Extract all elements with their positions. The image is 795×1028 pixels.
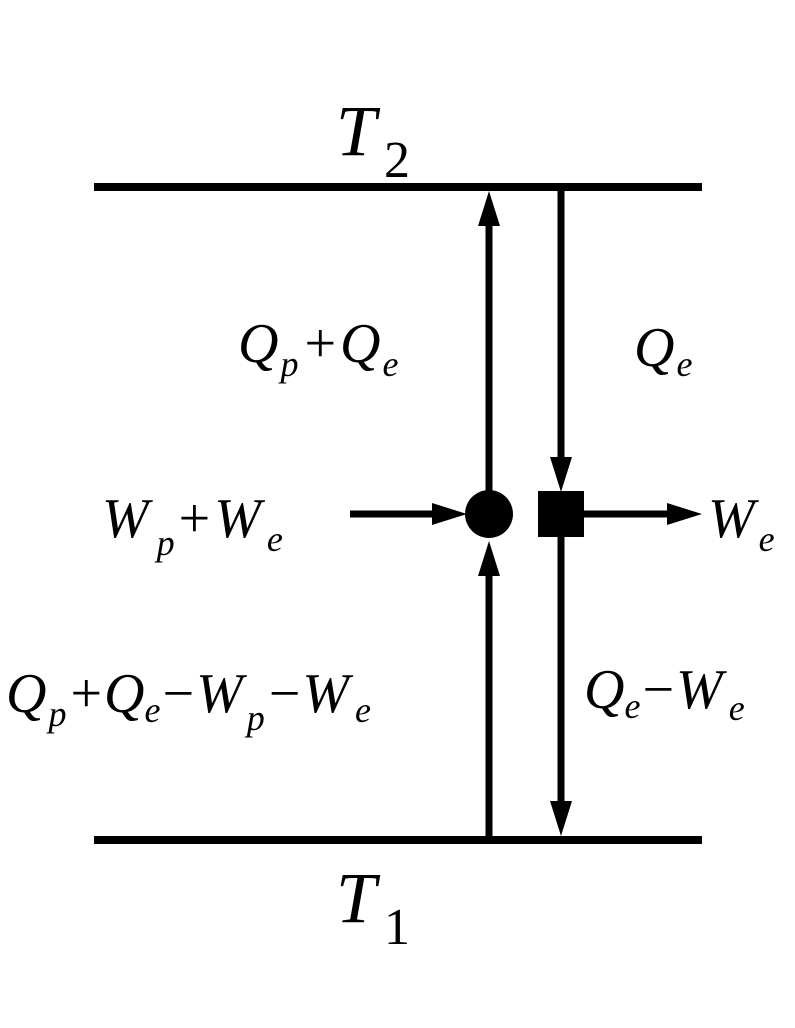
pump-to-hot-arrowhead <box>478 191 500 226</box>
label-qe: Qe <box>634 317 692 384</box>
engine-to-cold-arrowhead <box>550 801 572 836</box>
cold-to-pump-arrowhead <box>478 541 500 576</box>
hot-reservoir-symbol: T <box>336 91 381 171</box>
label-qp-plus-qe: Qp+Qe <box>238 313 399 384</box>
heat-pump-node <box>465 490 513 538</box>
work-input-arrowhead <box>432 503 467 525</box>
work-output-arrowhead <box>667 503 702 525</box>
cold-reservoir-symbol: T <box>336 858 381 938</box>
hot-reservoir-subscript: 2 <box>384 132 410 189</box>
hot-to-engine-arrowhead <box>550 457 572 492</box>
cold-reservoir-subscript: 1 <box>384 899 410 956</box>
heat-engine-node <box>538 491 584 537</box>
